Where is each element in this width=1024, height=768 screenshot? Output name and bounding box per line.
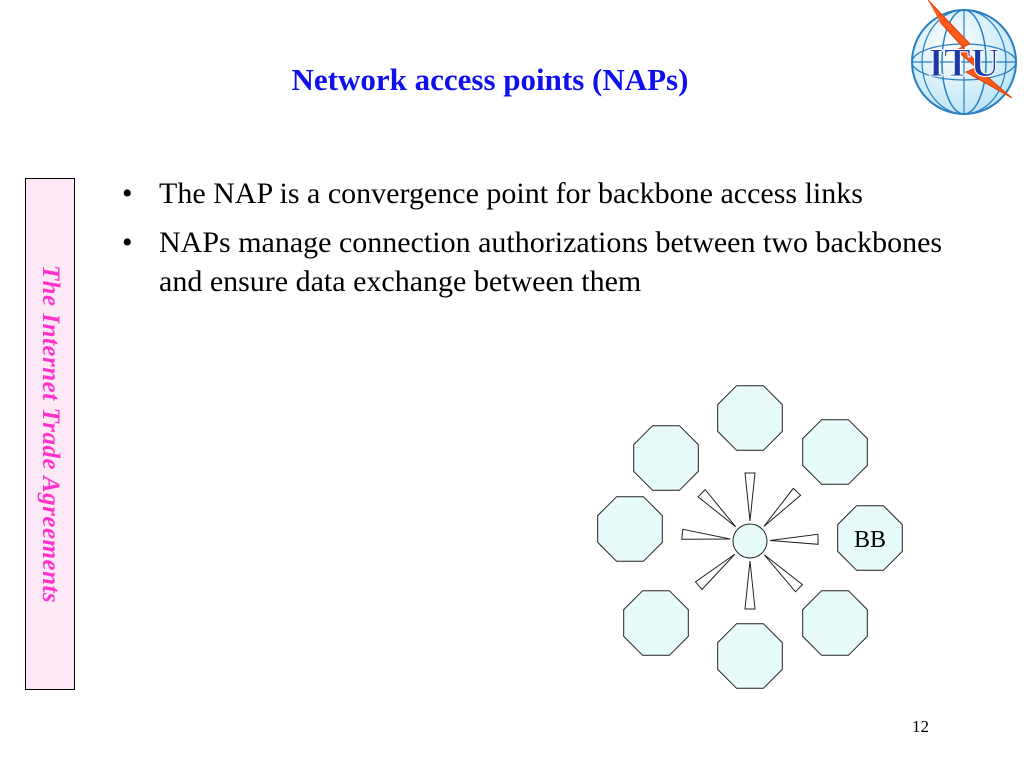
backbone-node <box>837 505 903 571</box>
backbone-node <box>633 425 699 491</box>
arrows-layer <box>681 472 819 610</box>
link-arrow <box>681 528 731 540</box>
slide-title: Network access points (NAPs) <box>291 62 689 97</box>
link-arrow <box>763 487 802 527</box>
backbone-node <box>717 623 783 689</box>
backbone-node <box>623 590 689 656</box>
bullet-symbol: • <box>122 177 133 210</box>
link-arrow <box>744 560 756 610</box>
page-number: 12 <box>912 717 929 736</box>
nap-hub <box>732 523 768 559</box>
link-arrow <box>769 533 819 545</box>
itu-logo: ITU <box>911 0 1017 115</box>
node-label: BB <box>854 527 886 553</box>
nodes-layer: BB <box>597 385 903 689</box>
side-label: The Internet Trade Agreements <box>37 264 64 604</box>
link-arrow <box>694 553 736 591</box>
backbone-node <box>802 590 868 656</box>
bullet-symbol: • <box>122 226 133 259</box>
logo-text: ITU <box>928 40 999 85</box>
link-arrow <box>697 488 737 528</box>
bullet-list: • The NAP is a convergence point for bac… <box>122 174 982 311</box>
bullet-item: • NAPs manage connection authorizations … <box>122 223 982 301</box>
backbone-node <box>717 385 783 451</box>
backbone-node <box>802 419 868 485</box>
side-panel: The Internet Trade Agreements <box>25 178 75 690</box>
link-arrow <box>764 554 804 593</box>
link-arrow <box>744 472 756 522</box>
nap-diagram: BB <box>597 385 903 689</box>
backbone-node <box>597 496 663 562</box>
bullet-text: NAPs manage connection authorizations be… <box>159 226 943 298</box>
lightning-bolt-icon <box>927 0 1013 99</box>
bullet-text: The NAP is a convergence point for backb… <box>159 177 863 210</box>
bullet-item: • The NAP is a convergence point for bac… <box>122 174 982 213</box>
